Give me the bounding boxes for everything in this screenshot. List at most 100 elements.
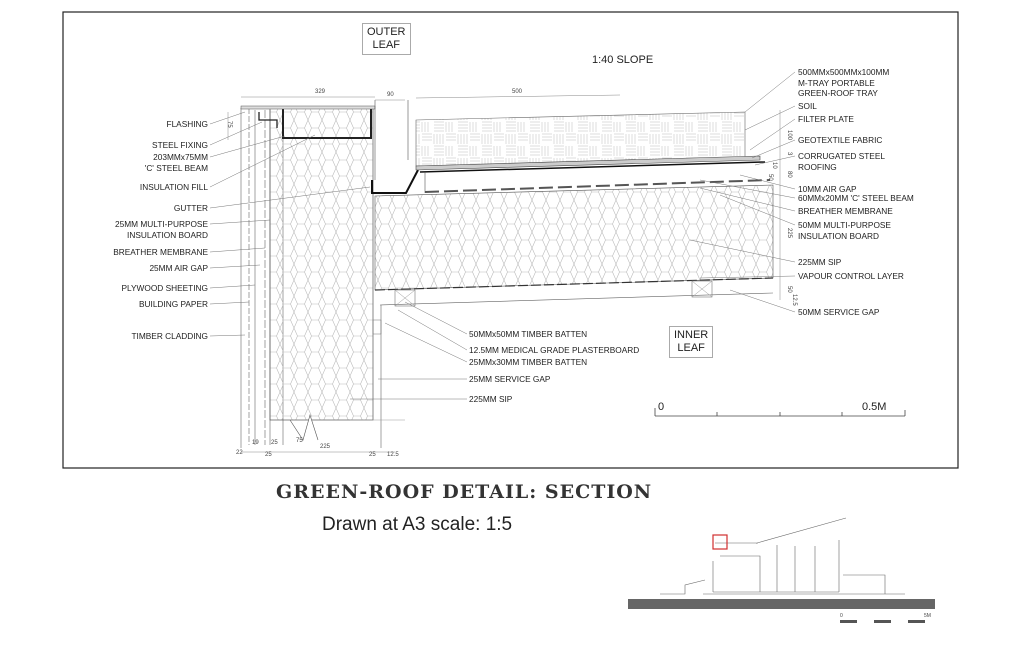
tag-line: LEAF: [372, 39, 400, 51]
inner-leaf-tag: INNER LEAF: [669, 326, 714, 358]
right-callout: FILTER PLATE: [798, 114, 854, 125]
center-callout: 12.5MM MEDICAL GRADE PLASTERBOARD: [469, 345, 639, 356]
dim-bottom: 75: [296, 438, 303, 444]
label-line: INSULATION BOARD: [798, 230, 879, 241]
label-line: 50MM MULTI-PURPOSE: [798, 220, 891, 230]
drawing-subtitle: Drawn at A3 scale: 1:5: [322, 514, 513, 535]
label-line: 'C' STEEL BEAM: [144, 162, 208, 173]
label-line: ROOFING: [798, 161, 837, 172]
center-callout: 225MM SIP: [469, 394, 512, 405]
left-callout: 203MMx75MM'C' STEEL BEAM: [145, 152, 208, 173]
timber-batten: [394, 289, 416, 307]
dim-right: 50: [786, 286, 792, 293]
label-line: 12.5MM MEDICAL GRADE PLASTERBOARD: [469, 345, 640, 355]
dim-bottom: 12.5: [387, 452, 399, 458]
key-plan-scale-end: 5M: [924, 613, 931, 619]
drawing-frame: [62, 11, 959, 469]
key-plan-elevation: [628, 517, 935, 609]
steel-fixing: [258, 112, 278, 128]
label-line: 50MM SERVICE GAP: [798, 307, 880, 317]
dim-right: 100: [786, 130, 792, 141]
label-line: INSULATION BOARD: [127, 229, 208, 240]
dimension-lines: [227, 94, 781, 453]
label-line: FLASHING: [166, 119, 209, 129]
gutter: [371, 169, 419, 194]
wall-break: [289, 413, 319, 441]
center-callout: 50MMx50MM TIMBER BATTEN: [469, 329, 587, 340]
outer-leaf-tag: OUTER LEAF: [362, 23, 411, 55]
label-line: 60MMx20MM 'C' STEEL BEAM: [798, 193, 914, 203]
label-line: GUTTER: [173, 203, 208, 213]
dim-flashing: 75: [226, 121, 232, 128]
label-line: 203MMx75MM: [153, 152, 208, 162]
right-callout: 10MM AIR GAP: [798, 184, 857, 195]
left-callout: PLYWOOD SHEETING: [121, 283, 208, 294]
drawing-title: GREEN-ROOF DETAIL: SECTION: [276, 481, 653, 503]
tag-line: INNER: [674, 329, 709, 341]
label-line: BUILDING PAPER: [138, 299, 208, 309]
scale-bar: [654, 408, 906, 417]
right-callout: VAPOUR CONTROL LAYER: [798, 271, 904, 282]
label-line: 25MM AIR GAP: [149, 263, 208, 273]
label-line: FILTER PLATE: [798, 114, 854, 124]
scale-bar-end: 0.5M: [862, 401, 887, 413]
dim-right: 80: [786, 171, 792, 178]
label-line: VAPOUR CONTROL LAYER: [798, 271, 904, 281]
dim-right: 12.5: [791, 294, 797, 306]
dim-right: 10: [771, 162, 777, 169]
label-line: M-TRAY PORTABLE: [798, 77, 875, 88]
label-line: INSULATION FILL: [139, 182, 208, 192]
dim-right: 50: [767, 174, 773, 181]
key-plan-scale-start: 0: [840, 613, 843, 619]
tag-line: OUTER: [367, 26, 406, 38]
dim-right: 225: [786, 228, 792, 239]
center-callout: 25MMx30MM TIMBER BATTEN: [469, 357, 587, 368]
tag-line: LEAF: [677, 342, 705, 354]
dim-right: 3: [786, 152, 792, 156]
right-callout: GEOTEXTILE FABRIC: [798, 135, 882, 146]
label-line: 25MM MULTI-PURPOSE: [115, 219, 208, 229]
label-line: 50MMx50MM TIMBER BATTEN: [469, 329, 588, 339]
dim-bottom: 25: [265, 452, 272, 458]
dim-top: 90: [387, 92, 394, 98]
scale-bar-start: 0: [658, 401, 665, 413]
label-line: BREATHER MEMBRANE: [113, 247, 208, 257]
key-plan-highlight: [712, 534, 728, 550]
dim-top: 500: [512, 89, 523, 95]
left-callout: GUTTER: [174, 203, 208, 214]
label-line: 500MMx500MMx100MM: [798, 67, 890, 77]
label-line: GEOTEXTILE FABRIC: [798, 135, 883, 145]
left-callout: 25MM AIR GAP: [149, 263, 208, 274]
label-line: TIMBER CLADDING: [131, 331, 208, 341]
right-callout: 50MM SERVICE GAP: [798, 307, 879, 318]
label-line: STEEL FIXING: [152, 140, 208, 150]
label-line: 25MM SERVICE GAP: [469, 374, 551, 384]
left-callout: BUILDING PAPER: [139, 299, 208, 310]
right-callout: BREATHER MEMBRANE: [798, 206, 893, 217]
key-plan-scale: [840, 620, 925, 623]
label-line: 225MM SIP: [798, 257, 842, 267]
left-callout: INSULATION FILL: [140, 182, 208, 193]
left-callout: FLASHING: [167, 119, 209, 130]
dim-bottom: 19: [252, 440, 259, 446]
left-callout: TIMBER CLADDING: [131, 331, 208, 342]
label-line: PLYWOOD SHEETING: [121, 283, 208, 293]
roof-sip: [374, 184, 774, 291]
dim-bottom: 22: [236, 450, 243, 456]
label-line: 10MM AIR GAP: [798, 184, 857, 194]
wall-sip: [269, 107, 374, 421]
center-callout: 25MM SERVICE GAP: [469, 374, 550, 385]
leader-lines: [209, 71, 796, 400]
dim-bottom: 225: [320, 444, 331, 450]
right-callout: 225MM SIP: [798, 257, 841, 268]
dim-bottom: 25: [369, 452, 376, 458]
label-line: 225MM SIP: [469, 394, 513, 404]
right-callout: SOIL: [798, 101, 817, 112]
label-line: 25MMx30MM TIMBER BATTEN: [469, 357, 588, 367]
dim-top: 329: [315, 89, 326, 95]
slope-label: 1:40 SLOPE: [592, 54, 654, 66]
